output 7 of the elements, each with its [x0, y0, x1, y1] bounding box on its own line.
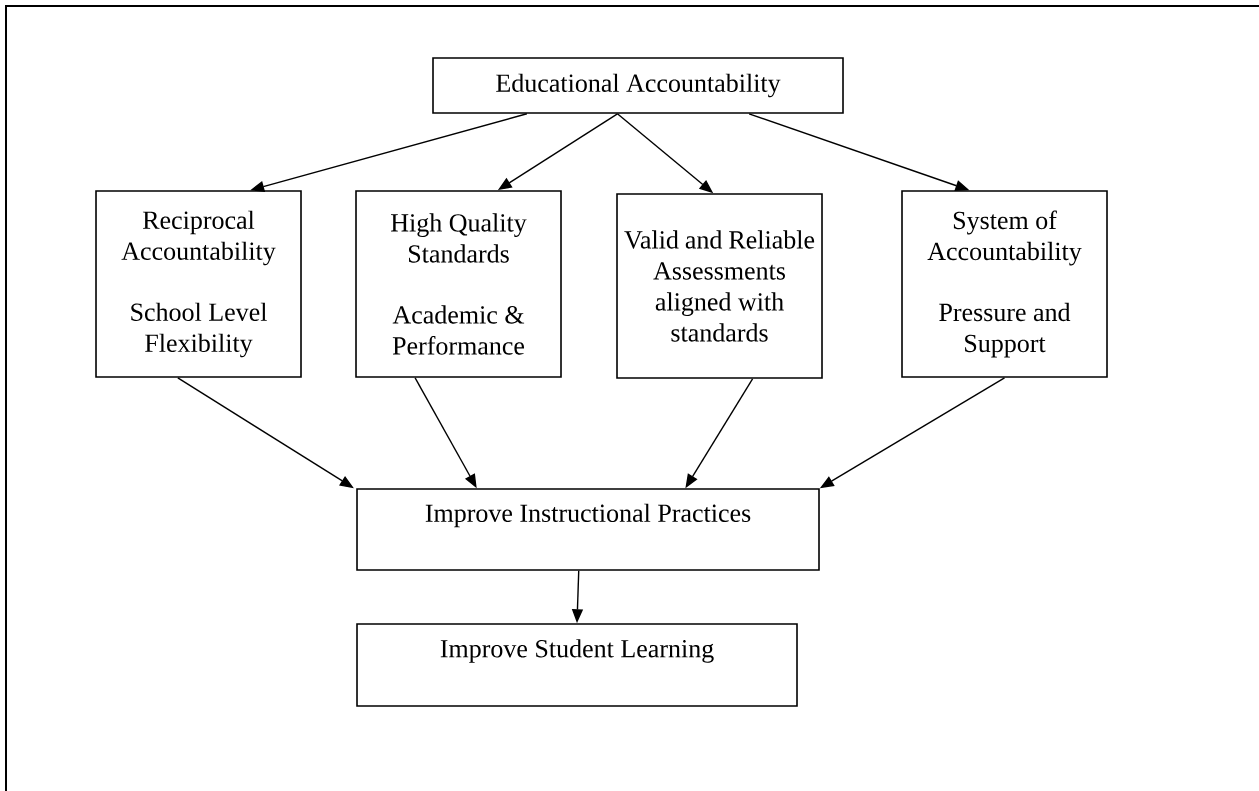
text-box: Improve Instructional Practices	[356, 488, 820, 571]
text-box: Improve Student Learning	[356, 623, 798, 707]
text-box: Reciprocal Accountability School Level Flexibility	[95, 190, 302, 378]
text-box: System of Accountability Pressure and Support	[901, 190, 1108, 378]
text-box: High Quality Standards Academic & Performance	[355, 190, 562, 378]
text-box: Educational Accountability	[432, 57, 844, 114]
text-box: Valid and Reliable Assessments aligned with standards	[616, 193, 823, 379]
